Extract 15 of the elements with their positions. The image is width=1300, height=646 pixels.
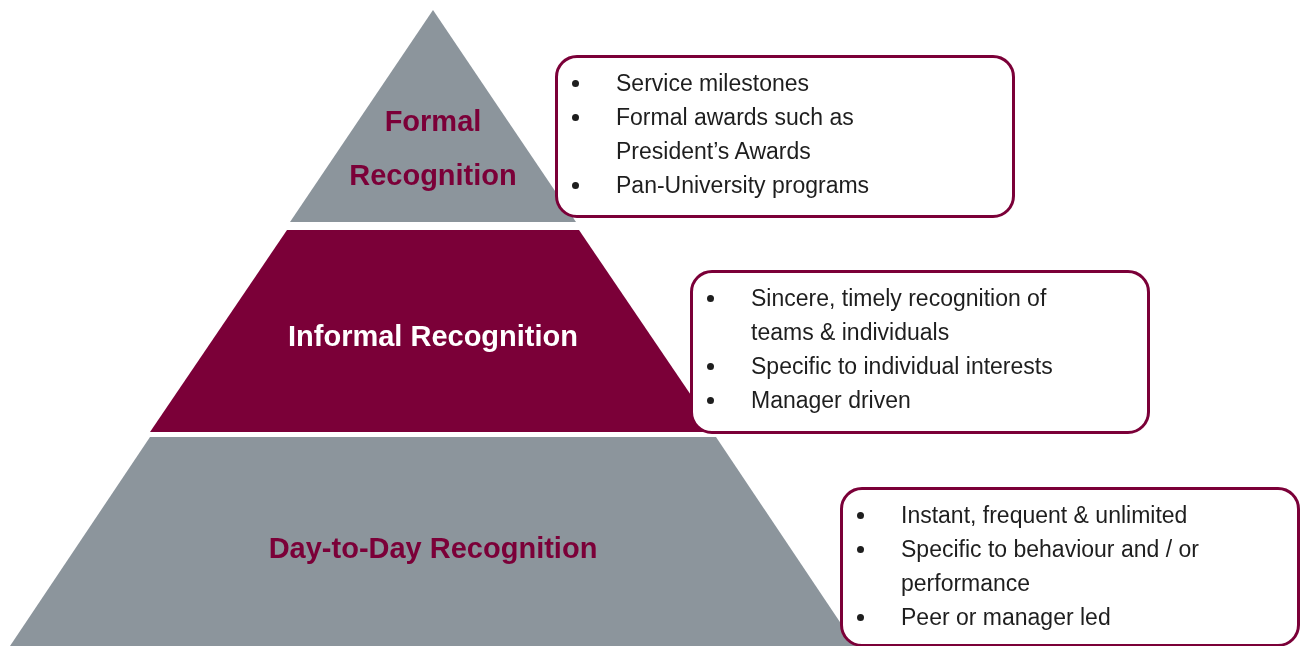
tier-label: Day-to-Day Recognition bbox=[267, 531, 599, 566]
bullet-item: Sincere, timely recognition of teams & individuals bbox=[751, 285, 1047, 345]
tier-label: Formal Recognition bbox=[348, 104, 518, 193]
bullet-item: Pan-University programs bbox=[616, 172, 870, 198]
bullet-item: Instant, frequent & unlimited bbox=[901, 502, 1188, 528]
bullet-item: Manager driven bbox=[751, 387, 911, 413]
callout-box bbox=[840, 487, 1300, 646]
bullet-item: Peer or manager led bbox=[901, 604, 1111, 630]
bullet-item: Formal awards such as President’s Awards bbox=[616, 104, 854, 164]
tier-label: Informal Recognition bbox=[287, 319, 579, 354]
callout-box bbox=[555, 55, 1015, 218]
callout-box bbox=[690, 270, 1150, 434]
bullet-item: Specific to individual interests bbox=[751, 353, 1053, 379]
bullet-item: Service milestones bbox=[616, 70, 810, 96]
bullet-item: Specific to behaviour and / or performance bbox=[901, 536, 1199, 596]
